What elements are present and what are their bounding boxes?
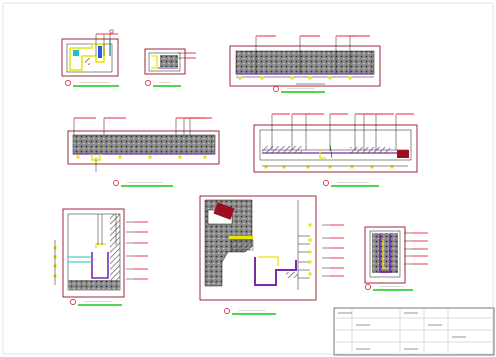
yellow-dimension-tick: [390, 165, 394, 169]
hatched-strip: [262, 146, 302, 153]
yellow-dimension-tick: [308, 250, 312, 254]
hatched-block: [85, 58, 90, 65]
yellow-dimension-tick: [348, 76, 352, 80]
yellow-dimension-tick: [328, 76, 332, 80]
section-callout-circle: [145, 80, 151, 86]
detail-3: [229, 35, 381, 93]
marker-square: [109, 29, 114, 34]
yellow-dimension-tick: [94, 157, 98, 161]
yellow-profile: [69, 43, 105, 71]
yellow-dimension-tick: [308, 260, 312, 264]
detail-frame: [199, 195, 317, 301]
cyan-block: [73, 50, 79, 56]
yellow-dimension-tick: [178, 155, 182, 159]
title-block: [333, 307, 495, 356]
floor-fill: [68, 280, 120, 290]
yellow-dimension-tick: [308, 223, 312, 227]
detail-frame: [144, 48, 186, 75]
yellow-dimension-tick: [203, 155, 207, 159]
section-callout-circle: [323, 180, 329, 186]
detail-6: [53, 208, 148, 306]
yellow-profile: [95, 243, 106, 248]
detail-7: [199, 195, 344, 315]
detail-frame: [62, 208, 125, 298]
yellow-dimension-tick: [370, 165, 374, 169]
yellow-dimension-tick: [148, 155, 152, 159]
yellow-profile: [258, 256, 279, 266]
purple-profile: [254, 257, 297, 286]
yellow-dimension-tick: [328, 165, 332, 169]
yellow-dimension-tick: [264, 165, 268, 169]
section-callout-circle: [273, 86, 279, 92]
yellow-dimension-tick: [282, 165, 286, 169]
stone-fill: [160, 55, 178, 67]
title-block-frame: [333, 307, 495, 356]
purple-profile: [379, 234, 391, 273]
yellow-dimension-tick: [350, 165, 354, 169]
yellow-dimension-tick: [308, 272, 312, 276]
yellow-dimension-tick: [308, 238, 312, 242]
break-line: [329, 144, 333, 159]
yellow-profile: [151, 55, 158, 69]
yellow-profile: [382, 240, 388, 269]
detail-frame: [61, 38, 119, 77]
detail-outline: [148, 52, 181, 72]
detail-8: [364, 226, 428, 291]
section-callout-circle: [113, 180, 119, 186]
detail-outline: [66, 43, 113, 73]
section-callout-circle: [224, 308, 230, 314]
detail-2: [144, 48, 196, 87]
yellow-dimension-tick: [290, 76, 294, 80]
wall-hatch: [110, 214, 120, 280]
detail-outline: [259, 129, 412, 161]
yellow-dimension-tick: [76, 155, 80, 159]
red-block: [213, 202, 235, 220]
detail-frame: [364, 226, 406, 284]
detail-4: [67, 117, 220, 187]
yellow-dimension-tick: [118, 155, 122, 159]
red-block: [397, 150, 409, 158]
detail-1: [61, 29, 119, 87]
yellow-dimension-tick: [308, 76, 312, 80]
detail-5: [253, 113, 418, 187]
yellow-strip: [229, 236, 253, 239]
hatched-block: [286, 272, 298, 278]
detail-frame: [253, 124, 418, 173]
detail-frame: [229, 45, 381, 87]
purple-profile: [91, 252, 109, 279]
yellow-profile: [319, 150, 326, 159]
stone-fill: [372, 233, 398, 273]
detail-frame: [67, 130, 220, 165]
detail-outline: [369, 230, 401, 278]
blue-block: [98, 46, 102, 58]
section-callout-circle: [65, 80, 71, 86]
yellow-dimension-tick: [306, 165, 310, 169]
section-callout-circle: [365, 284, 371, 290]
yellow-dimension-tick: [238, 76, 242, 80]
section-callout-circle: [70, 299, 76, 305]
hatched-block: [230, 239, 254, 251]
hatched-strip: [350, 147, 390, 153]
stone-band: [235, 50, 375, 75]
yellow-dimension-tick: [260, 76, 264, 80]
stone-band: [72, 134, 216, 155]
